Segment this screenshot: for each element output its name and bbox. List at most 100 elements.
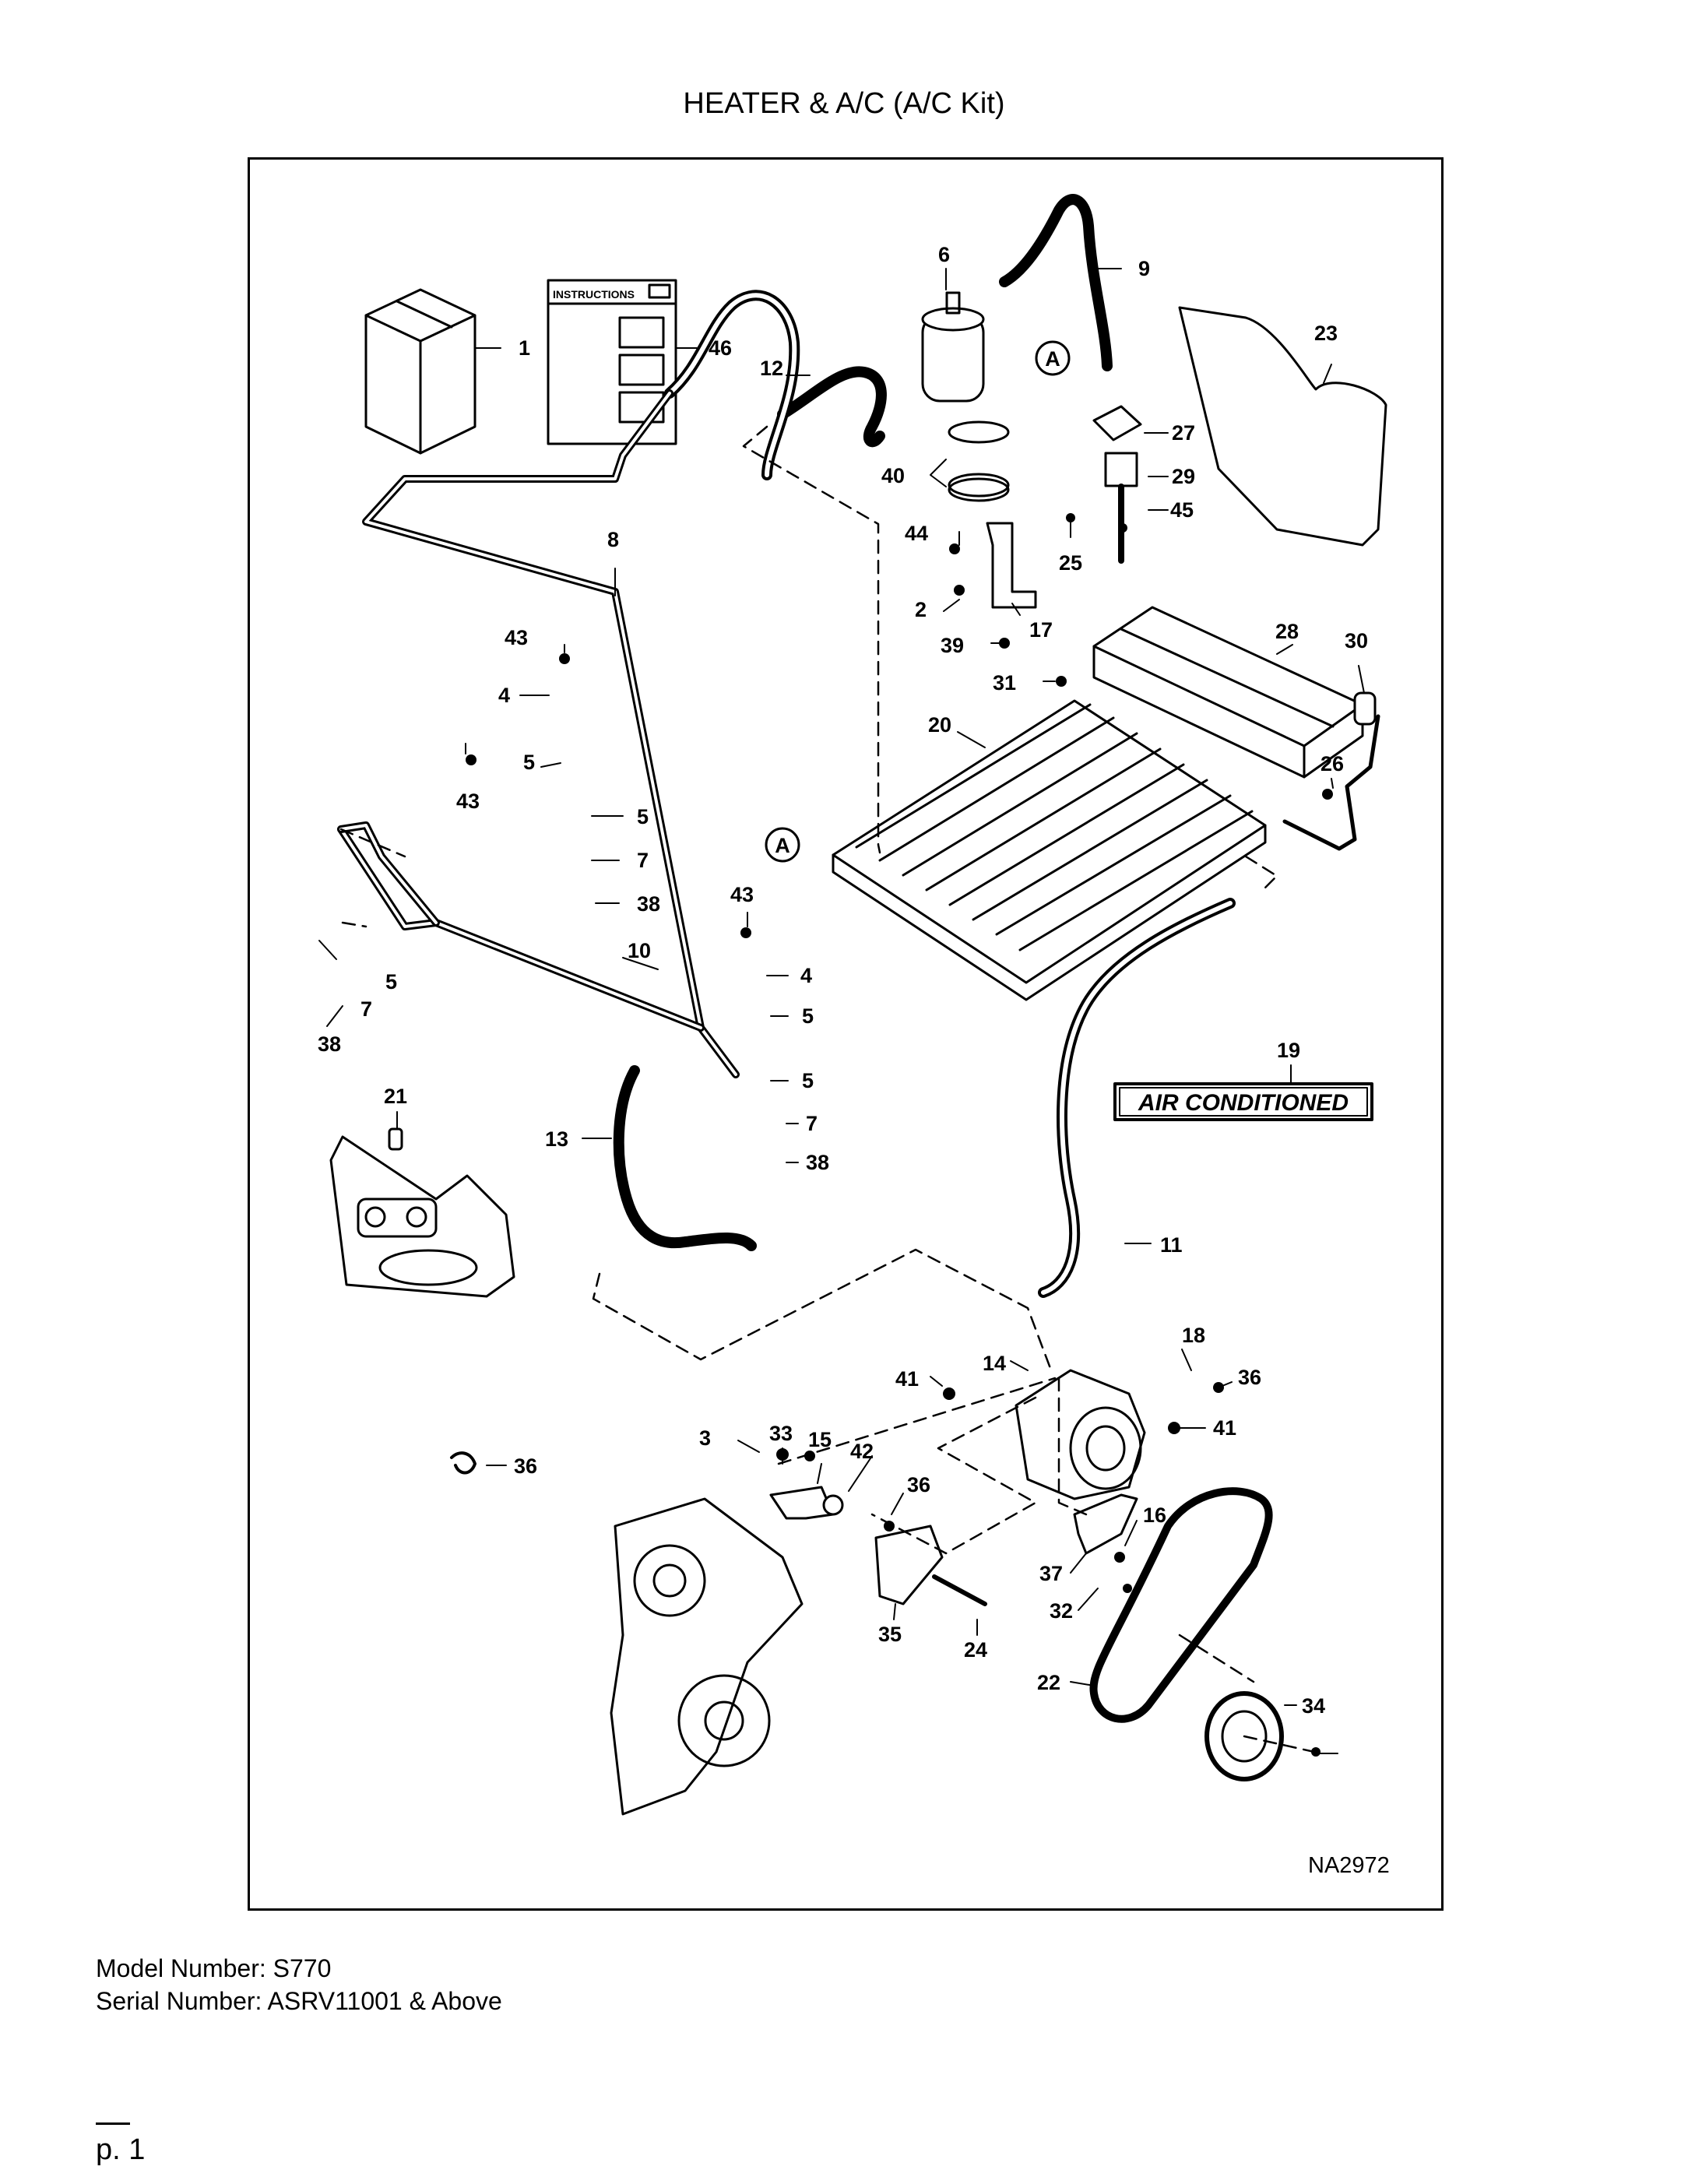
callout-label: 29	[1172, 465, 1195, 488]
callout-label: 39	[941, 634, 964, 657]
callout-label: 43	[505, 626, 528, 649]
bracket-part-16	[1073, 1493, 1138, 1555]
callout-label: 38	[637, 892, 660, 916]
callout-label: 16	[1143, 1503, 1166, 1527]
connector-circle-upper	[1035, 340, 1071, 376]
callout-label: 2	[915, 598, 927, 621]
callout-label: 4	[800, 964, 812, 987]
bolt-part-35	[932, 1574, 987, 1606]
serial-number: Serial Number: ASRV11001 & Above	[96, 1987, 502, 2015]
callout-label: 8	[607, 528, 619, 551]
callout-label: 36	[1238, 1366, 1261, 1389]
page-title: HEATER & A/C (A/C Kit)	[683, 87, 1005, 120]
clamp-parts	[948, 420, 1010, 502]
callout-label: 31	[993, 671, 1016, 695]
instructions-label: INSTRUCTIONS	[553, 288, 635, 301]
callout-label: 20	[928, 713, 951, 737]
callout-label: 6	[938, 243, 950, 266]
drive-belt-part	[1089, 1487, 1273, 1723]
page-number: p. 1	[96, 2133, 146, 2166]
callout-label: 41	[1213, 1416, 1236, 1440]
callout-label: 19	[1277, 1039, 1300, 1062]
drier-bracket-part	[986, 522, 1037, 609]
callout-label: 46	[709, 336, 732, 360]
callout-labels: 1 46 6 9 12 23 27 29 45 25 40 44 2 17 39…	[318, 243, 1368, 1718]
engine-block-part	[610, 1497, 804, 1816]
hose-upper-a	[664, 290, 800, 480]
callout-label: 18	[1182, 1324, 1205, 1347]
expansion-valve-part	[1092, 405, 1142, 564]
callout-label: 3	[699, 1426, 711, 1450]
connector-circle-lower	[765, 827, 800, 863]
hose-9	[999, 194, 1113, 371]
callout-label: 40	[881, 464, 905, 487]
ac-decal-part	[1113, 1082, 1373, 1121]
ac-decal-label: AIR CONDITIONED	[1138, 1090, 1349, 1116]
callout-label: 43	[456, 790, 480, 813]
kit-box-part	[364, 288, 477, 455]
callout-label: 32	[1050, 1599, 1073, 1623]
callout-label: 5	[523, 751, 535, 774]
switch-part-30	[1353, 691, 1377, 726]
callout-label: 27	[1172, 421, 1195, 445]
compressor-part	[1015, 1369, 1146, 1500]
callout-label: 10	[628, 939, 651, 962]
callout-label: 37	[1039, 1562, 1063, 1585]
hose-12	[777, 366, 887, 448]
callout-label: 22	[1037, 1671, 1060, 1694]
figure-id: NA2972	[1308, 1853, 1390, 1878]
callout-label: 21	[384, 1085, 407, 1108]
thermostat-tube-part	[1282, 714, 1380, 851]
callout-label: 24	[964, 1638, 987, 1662]
callout-label: 33	[769, 1422, 793, 1445]
fasteners	[466, 513, 1333, 1757]
instructions-sheet-part	[547, 279, 677, 445]
bracket-part-32	[874, 1525, 944, 1605]
callout-label: 36	[514, 1454, 537, 1478]
callout-label: 25	[1059, 551, 1082, 575]
callout-label: 12	[760, 357, 783, 380]
connector-letter-upper: A	[1045, 347, 1060, 371]
callout-label: 35	[878, 1623, 902, 1646]
callout-label: 9	[1138, 257, 1150, 280]
callout-label: 11	[1160, 1233, 1183, 1257]
callout-label: 7	[637, 849, 649, 872]
callout-label: 38	[806, 1151, 829, 1174]
callout-label: 41	[895, 1367, 919, 1391]
connector-letter-lower: A	[775, 834, 790, 857]
callout-label: 23	[1314, 322, 1338, 345]
tube-line-part	[337, 389, 740, 1078]
callout-label: 7	[806, 1112, 818, 1135]
bracket-part-33	[769, 1486, 835, 1520]
spacer-part-15	[822, 1494, 844, 1516]
callout-label: 1	[519, 336, 530, 360]
insulation-panel-part	[1178, 306, 1387, 547]
callout-label: 42	[850, 1440, 874, 1463]
callout-label: 44	[905, 522, 928, 545]
callout-label: 7	[360, 997, 372, 1021]
callout-label: 15	[808, 1428, 832, 1451]
diagram-frame	[248, 157, 1444, 1911]
callout-label: 14	[983, 1352, 1006, 1375]
model-number: Model Number: S770	[96, 1954, 332, 1982]
callout-label: 43	[730, 883, 754, 906]
callout-label: 38	[318, 1032, 341, 1056]
callout-label: 4	[498, 684, 510, 707]
callout-label: 17	[1029, 618, 1053, 642]
callout-label: 36	[907, 1473, 930, 1496]
clip-part-3	[450, 1451, 477, 1475]
hose-13	[613, 1065, 757, 1251]
callout-label: 5	[637, 805, 649, 828]
callout-label: 5	[802, 1069, 814, 1092]
callout-label: 28	[1275, 620, 1299, 643]
callout-label: 5	[385, 970, 397, 994]
page-divider	[96, 2122, 130, 2125]
control-panel-part	[329, 1127, 515, 1298]
callout-label: 30	[1345, 629, 1368, 652]
callout-label: 26	[1321, 752, 1344, 775]
callout-label: 45	[1170, 498, 1194, 522]
callout-label: 5	[802, 1004, 814, 1028]
callout-label: 13	[545, 1127, 568, 1151]
condenser-part	[832, 699, 1267, 1001]
